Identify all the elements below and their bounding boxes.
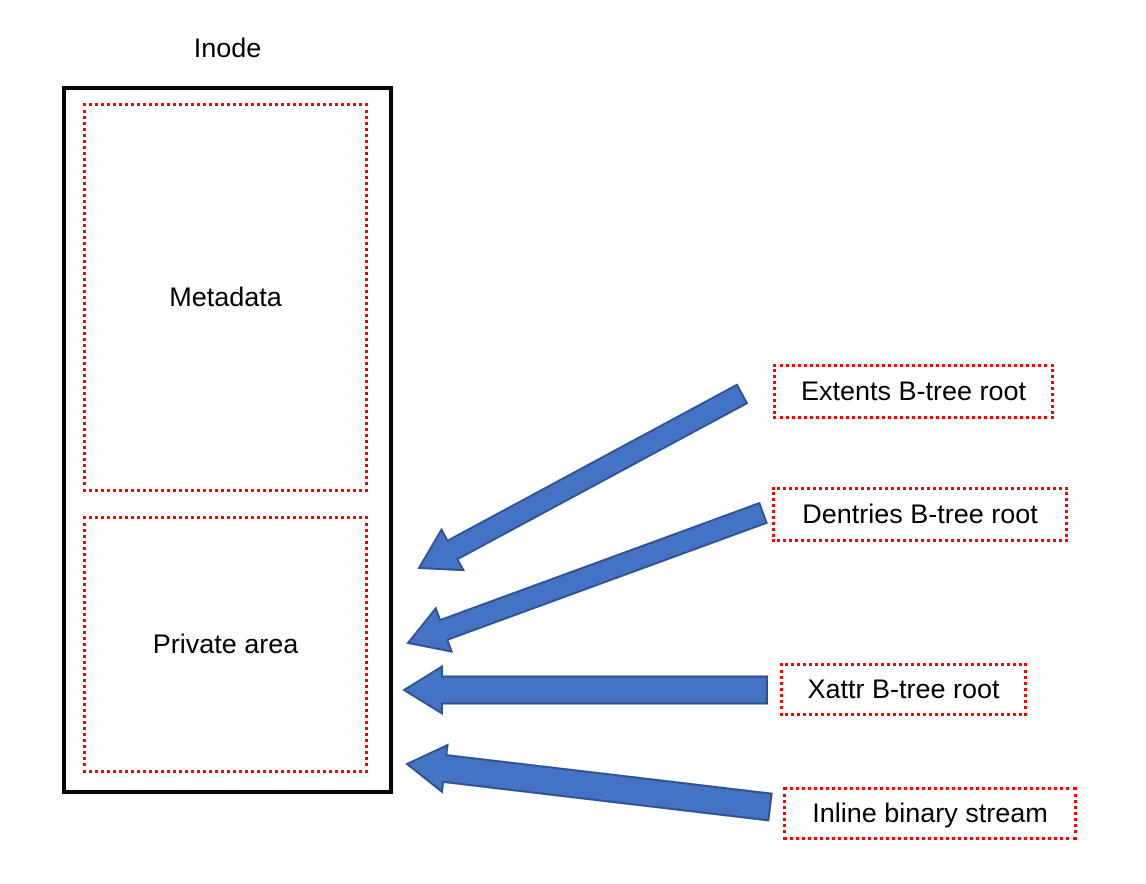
metadata-section-label: Metadata	[169, 282, 282, 312]
private-area-section: Private area	[83, 516, 368, 773]
arrow-xattr	[402, 664, 768, 716]
private-area-section-label: Private area	[152, 629, 299, 659]
arrow-inline	[405, 743, 773, 822]
metadata-section: Metadata	[83, 103, 368, 492]
pointer-label-dentries-text: Dentries B-tree root	[802, 499, 1038, 529]
pointer-label-xattr: Xattr B-tree root	[780, 663, 1027, 716]
pointer-label-dentries: Dentries B-tree root	[772, 487, 1068, 542]
diagram-title: Inode	[193, 33, 262, 63]
arrow-extents	[417, 383, 749, 572]
pointer-label-xattr-text: Xattr B-tree root	[807, 674, 1000, 704]
pointer-label-inline: Inline binary stream	[783, 787, 1077, 840]
inode-box	[62, 86, 393, 794]
arrow-dentries	[406, 501, 768, 653]
pointer-label-inline-text: Inline binary stream	[812, 798, 1048, 828]
pointer-label-extents-text: Extents B-tree root	[800, 376, 1027, 406]
pointer-label-extents: Extents B-tree root	[773, 364, 1054, 419]
